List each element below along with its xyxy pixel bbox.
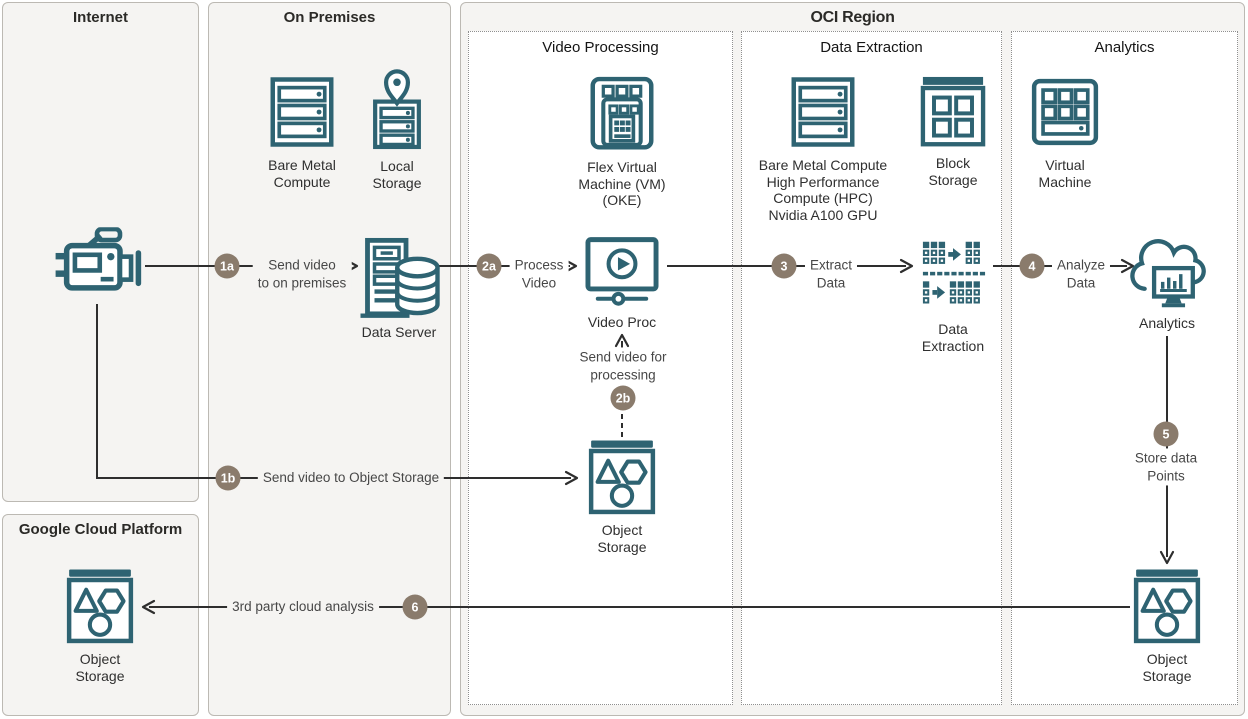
flow-badge-2b: 2b: [610, 385, 636, 411]
flow-label-3: Extract Data: [804, 255, 858, 293]
flow-badge-2a: 2a: [476, 253, 502, 279]
node-label: Block Storage: [928, 155, 978, 188]
node-video-proc: Video Proc: [537, 236, 707, 331]
node-label: Video Proc: [587, 314, 657, 330]
flow-badge-3: 3: [771, 253, 797, 279]
node-local-storage: Local Storage: [312, 68, 482, 191]
flow-badge-1b: 1b: [215, 465, 241, 491]
flex-vm-icon: [583, 75, 661, 153]
node-bm-hpc: Bare Metal Compute High Performance Comp…: [738, 73, 908, 223]
flow-label-2a: Process Video: [509, 255, 569, 293]
node-label: Object Storage: [1142, 651, 1192, 684]
node-block-storage: Block Storage: [868, 73, 1038, 188]
node-label: Flex Virtual Machine (VM) (OKE): [578, 159, 666, 209]
object-storage-icon: [583, 438, 661, 516]
node-bare-metal-compute: Bare Metal Compute: [217, 73, 387, 190]
analytics-cloud-icon: [1124, 237, 1210, 313]
node-label: Virtual Machine: [1038, 157, 1092, 190]
video-camera-icon: [51, 227, 143, 301]
virtual-machine-icon: [1026, 73, 1104, 151]
node-label: Analytics: [1138, 315, 1196, 331]
node-object-storage-gcp: Object Storage: [15, 567, 185, 684]
flow-label-5: Store data Points: [1129, 448, 1203, 486]
flow-label-2b: Send video for processing: [574, 347, 672, 385]
region-on-premises-title: On Premises: [283, 9, 376, 26]
node-label: Object Storage: [75, 651, 125, 684]
flow-label-6: 3rd party cloud analysis: [227, 597, 379, 617]
subregion-analytics-title: Analytics: [1094, 39, 1155, 56]
flow-label-1b: Send video to Object Storage: [257, 468, 445, 488]
node-virtual-machine: Virtual Machine: [980, 73, 1150, 190]
flow-label-1a: Send video to on premises: [252, 255, 352, 293]
node-label: Object Storage: [597, 522, 647, 555]
object-storage-icon: [61, 567, 139, 645]
region-oci-title: OCI Region: [810, 9, 895, 26]
server-rack-icon: [784, 73, 862, 151]
region-google-cloud: Google Cloud Platform: [2, 514, 199, 716]
data-server-icon: [355, 236, 443, 320]
data-extraction-icon: [915, 237, 991, 313]
node-label: Bare Metal Compute: [268, 157, 336, 190]
flow-badge-5: 5: [1153, 421, 1179, 447]
object-storage-icon: [1128, 567, 1206, 645]
region-internet-title: Internet: [72, 9, 128, 26]
node-label: Local Storage: [372, 158, 422, 191]
node-object-storage-oci: Object Storage: [1082, 567, 1248, 684]
subregion-video-processing-title: Video Processing: [542, 39, 659, 56]
flow-badge-6: 6: [402, 594, 428, 620]
node-camera: [51, 227, 143, 301]
subregion-data-extraction-title: Data Extraction: [820, 39, 923, 56]
node-data-extraction: Data Extraction: [868, 237, 1038, 354]
storage-location-pin-icon: [370, 68, 424, 152]
flow-badge-4: 4: [1019, 253, 1045, 279]
video-player-icon: [579, 236, 665, 306]
region-google-cloud-title: Google Cloud Platform: [18, 521, 183, 538]
node-label: Bare Metal Compute High Performance Comp…: [758, 157, 888, 223]
node-flex-vm: Flex Virtual Machine (VM) (OKE): [537, 75, 707, 209]
flow-badge-1a: 1a: [214, 253, 240, 279]
node-object-storage-vp: Object Storage: [537, 438, 707, 555]
node-label: Data Server: [361, 324, 437, 340]
node-label: Data Extraction: [921, 321, 985, 354]
flow-label-4: Analyze Data: [1051, 255, 1111, 293]
node-analytics: Analytics: [1082, 237, 1248, 332]
